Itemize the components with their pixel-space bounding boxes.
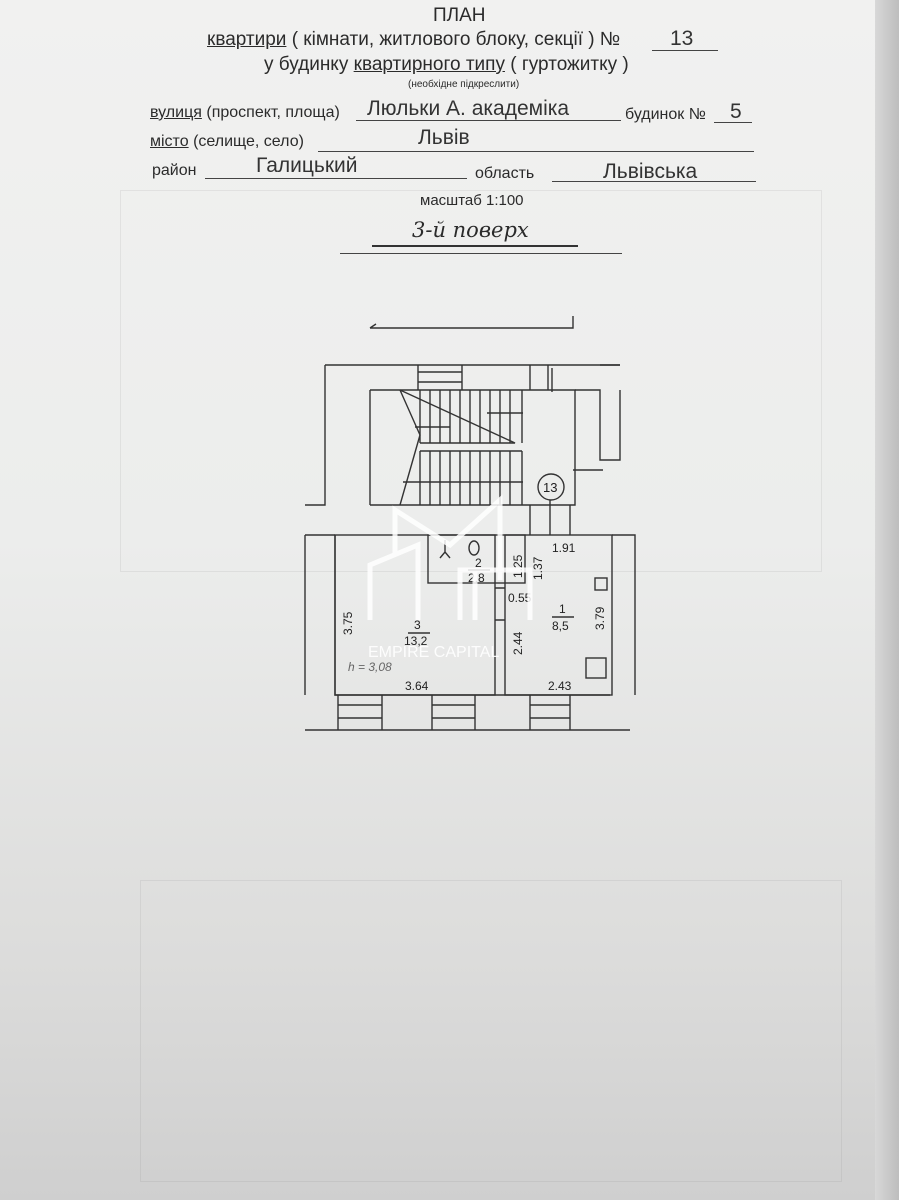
- building-type-rest: ( гуртожитку ): [510, 54, 629, 75]
- underline: [652, 50, 718, 51]
- scale-label: масштаб 1:100: [420, 192, 524, 209]
- room-3-area: 13,2: [404, 634, 428, 648]
- dimension: 3.75: [341, 611, 355, 635]
- header-line-2: у будинку квартирного типу ( гуртожитку …: [264, 54, 629, 76]
- district-label: район: [152, 162, 197, 179]
- inner-wall: [495, 469, 603, 621]
- outer-wall: [305, 364, 620, 506]
- underline: [372, 245, 578, 247]
- staircase: [399, 389, 523, 506]
- fraction-line: [408, 569, 574, 634]
- underline: [205, 178, 467, 179]
- underline: [340, 253, 622, 254]
- room-2-number: 2: [475, 556, 482, 570]
- floor-label: 3-й поверх: [412, 218, 529, 242]
- toilet-icon: [468, 540, 480, 556]
- bleed-through-table: [140, 880, 842, 1182]
- dimension: 1.37: [531, 556, 545, 580]
- floor-plan: 13 3 13,2 2 2,8 1 8,5 3.75 3.64 1.91 1.2…: [304, 316, 636, 731]
- apartment-number: 13: [670, 27, 694, 50]
- room-3-number: 3: [414, 618, 421, 632]
- building-prefix: у будинку: [264, 54, 349, 75]
- header-line-1: квартири ( кімнати, житлового блоку, сек…: [207, 29, 620, 51]
- street-label: вулиця (проспект, площа): [150, 104, 340, 122]
- outer-wall: [575, 364, 621, 461]
- city-label-rest: (селище, село): [193, 133, 304, 150]
- room-3: [334, 534, 496, 696]
- sink-icon: [594, 577, 608, 591]
- region-label: область: [475, 165, 535, 182]
- street-label-rest: (проспект, площа): [206, 104, 340, 121]
- region-value: Львівська: [603, 160, 698, 183]
- hint: (необхідне підкреслити): [408, 79, 520, 90]
- dimension: 2.44: [511, 631, 525, 655]
- underline: [356, 120, 621, 121]
- room-1-number: 1: [559, 602, 566, 616]
- underline: [318, 151, 754, 152]
- house-label: будинок №: [625, 106, 706, 123]
- district-value: Галицький: [256, 154, 358, 177]
- house-value: 5: [730, 100, 742, 123]
- dimension: 2.43: [548, 679, 572, 693]
- dimension: 1.25: [511, 554, 525, 578]
- window: [337, 695, 571, 730]
- window: [417, 365, 463, 390]
- apartment-type: квартири: [207, 29, 287, 50]
- apartment-type-rest: ( кімнати, житлового блоку, секції ) №: [291, 29, 621, 50]
- next-page-edge: [875, 0, 899, 1200]
- stove-icon: [585, 657, 607, 679]
- ceiling-height: h = 3,08: [348, 660, 392, 674]
- underline: [552, 181, 756, 182]
- apartment-marker: [537, 473, 565, 501]
- watermark-text: EMPIRE CAPITAL: [368, 644, 499, 661]
- street-value: Люльки А. академіка: [367, 97, 570, 120]
- city-label-main: місто: [150, 133, 189, 150]
- dimension: 0.55: [508, 591, 532, 605]
- window: [529, 365, 553, 392]
- room-1: [504, 534, 613, 696]
- room-1-area: 8,5: [552, 619, 569, 633]
- plan-title: ПЛАН: [433, 5, 486, 26]
- dimension: 3.79: [593, 606, 607, 630]
- city-label: місто (селище, село): [150, 133, 304, 151]
- apartment-marker-label: 13: [543, 480, 557, 495]
- street-label-main: вулиця: [150, 104, 202, 121]
- city-value: Львів: [418, 126, 470, 149]
- section-arrow: [369, 316, 574, 329]
- building-type: квартирного типу: [353, 54, 505, 75]
- dimension: 1.91: [552, 541, 576, 555]
- underline: [714, 122, 752, 123]
- dimension: 3.64: [405, 679, 429, 693]
- watermark-logo: [367, 494, 533, 620]
